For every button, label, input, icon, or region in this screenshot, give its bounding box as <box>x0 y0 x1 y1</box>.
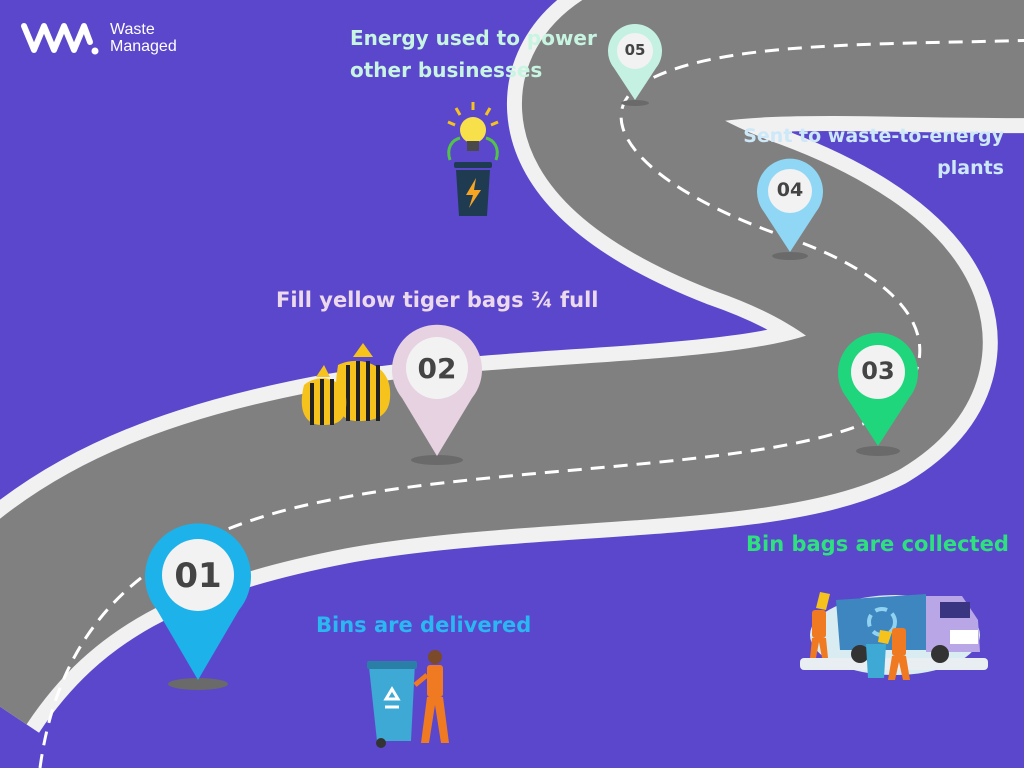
step-02-pin: 02 <box>392 322 482 467</box>
map-pin-icon <box>608 24 662 106</box>
step-04-label: Sent to waste-to-energy plants <box>743 120 1004 184</box>
step-03-pin: 03 <box>838 332 918 458</box>
step-01-pin: 01 <box>145 520 251 690</box>
step-05-label: Energy used to power other businesses <box>350 22 597 86</box>
brand-name-line2: Managed <box>110 38 177 55</box>
step-01-label: Bins are delivered <box>316 613 532 637</box>
map-pin-icon <box>145 523 251 690</box>
tiger-bags-illustration <box>301 343 391 425</box>
bin-delivery-illustration <box>367 650 449 748</box>
brand-logo: Waste Managed <box>20 20 177 56</box>
step-05-pin: 05 <box>608 24 662 108</box>
wave-logo-icon <box>21 23 99 55</box>
step-04-pin: 04 <box>757 158 823 262</box>
step-01-number: 01 <box>174 556 222 596</box>
map-pin-icon <box>838 332 918 456</box>
step-03-label: Bin bags are collected <box>746 532 1009 556</box>
step-05-label-line2: other businesses <box>350 58 543 82</box>
step-02-number: 02 <box>417 352 457 385</box>
step-03-number: 03 <box>861 357 895 385</box>
energy-bin-illustration <box>447 102 499 216</box>
step-04-number: 04 <box>776 179 804 201</box>
step-05-label-line1: Energy used to power <box>350 26 597 50</box>
brand-name-line1: Waste <box>110 21 155 38</box>
step-04-label-line2: plants <box>937 157 1004 179</box>
step-02-label: Fill yellow tiger bags ¾ full <box>276 288 599 312</box>
collection-truck-illustration <box>800 592 988 680</box>
map-pin-icon <box>757 158 823 260</box>
step-04-label-line1: Sent to waste-to-energy <box>743 125 1004 147</box>
map-pin-icon <box>392 324 482 465</box>
step-05-number: 05 <box>624 41 646 59</box>
